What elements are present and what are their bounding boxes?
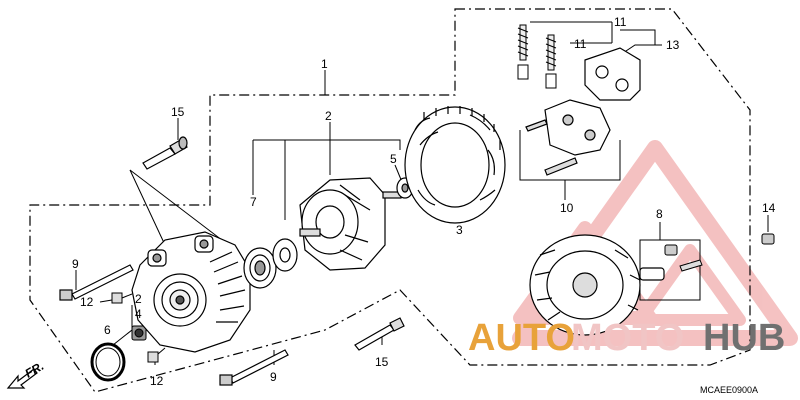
callout-4: 4 (135, 307, 142, 321)
callout-2-rotor: 2 (325, 109, 332, 123)
nut-8 (664, 244, 678, 256)
callout-6: 6 (104, 323, 111, 337)
washer (272, 238, 298, 272)
callout-9-bottom: 9 (270, 370, 277, 384)
assembly-boundary (29, 8, 751, 393)
callout-15-top: 15 (171, 105, 185, 119)
stator-3 (404, 106, 506, 224)
front-housing (131, 231, 251, 353)
callout-2-lower: 2 (135, 292, 142, 306)
regulator-10 (525, 99, 611, 176)
screw-terminal (679, 259, 703, 272)
diagram-code: MCAEE0900A (700, 385, 758, 395)
bolt-9-left (59, 264, 134, 301)
callout-7: 7 (250, 195, 257, 209)
rotor-2 (299, 177, 402, 271)
bolt-15-bottom (354, 317, 405, 351)
callout-1: 1 (321, 57, 328, 71)
callout-15-bottom: 15 (375, 355, 389, 369)
brush-11-b (545, 34, 557, 89)
callout-13: 13 (666, 38, 680, 52)
rear-cover (529, 234, 665, 336)
watermark-text: AUTO MOTO HUB (468, 317, 785, 359)
callout-10: 10 (560, 201, 574, 215)
callout-12-left: 12 (80, 295, 94, 309)
watermark-auto: AUTO (468, 317, 575, 359)
callout-5: 5 (390, 152, 397, 166)
bolt-12-left (111, 292, 133, 304)
callout-8: 8 (656, 207, 663, 221)
leader-lines (75, 21, 769, 365)
bolt-15-top (142, 136, 188, 170)
callout-14: 14 (762, 201, 776, 215)
brush-holder-13 (584, 47, 641, 101)
callout-12-bottom: 12 (150, 374, 164, 388)
bolt-12-bottom (147, 347, 166, 363)
watermark-hub: HUB (703, 317, 785, 359)
nut-14 (761, 233, 775, 245)
bolt-9-bottom (219, 349, 289, 386)
watermark-moto: MOTO (571, 317, 684, 359)
callout-11-top: 11 (614, 15, 627, 29)
brush-11-a (517, 24, 529, 80)
o-ring-6 (90, 342, 126, 382)
nut-4 (131, 325, 147, 341)
fr-arrow-icon (6, 368, 38, 389)
bearing-7 (243, 247, 277, 289)
callout-11-mid: 11 (574, 37, 587, 51)
callout-9-left: 9 (72, 257, 79, 271)
callout-3: 3 (456, 223, 463, 237)
